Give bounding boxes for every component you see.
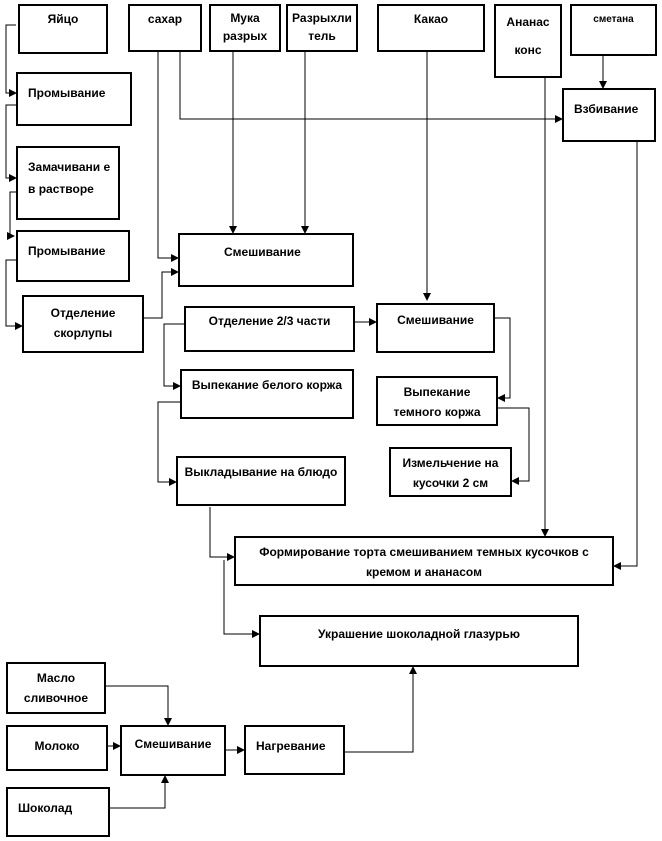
node-cocoa-label: Какао	[413, 12, 449, 26]
node-mix3-label: Смешивание	[134, 737, 212, 751]
arrow-whip-to-form	[613, 140, 638, 570]
node-pineapple: Ананас конс	[494, 4, 562, 78]
node-soak: Замачивани е в растворе	[16, 146, 120, 220]
arrow-butter-to-mix3	[106, 685, 172, 726]
arrow-bake-dark-to-chop	[498, 407, 530, 485]
arrow-chocolate-to-mix3	[110, 775, 169, 809]
arrow-form-to-decorate	[223, 560, 260, 638]
arrow-wash1-to-soak	[5, 104, 17, 182]
arrow-shell-to-mix1	[144, 268, 179, 319]
node-mix3: Смешивание	[120, 725, 226, 776]
node-whip-label: Взбивание	[574, 102, 639, 116]
node-decorate-label: Украшение шоколадной глазурью	[317, 627, 521, 641]
node-mix2-label: Смешивание	[397, 313, 474, 327]
node-sugar-label: сахар	[147, 12, 183, 26]
node-sour-cream: сметана	[570, 4, 657, 56]
node-milk-label: Молоко	[34, 739, 80, 753]
node-heat: Нагревание	[244, 725, 345, 775]
node-bake-white: Выпекание белого коржа	[180, 369, 354, 419]
node-chocolate-label: Шоколад	[18, 801, 73, 815]
node-whip: Взбивание	[562, 88, 656, 142]
arrow-sugar-to-mix1	[157, 52, 179, 262]
node-egg: Яйцо	[18, 4, 108, 54]
node-heat-label: Нагревание	[256, 739, 326, 753]
node-soak-label: Замачивани е в растворе	[28, 160, 111, 196]
node-form: Формирование торта смешиванием темных ку…	[234, 536, 614, 586]
node-shell-label: Отделение скорлупы	[50, 306, 116, 340]
node-butter-label: Масло сливочное	[23, 671, 89, 705]
node-shell: Отделение скорлупы	[22, 295, 144, 353]
node-wash2: Промывание	[16, 230, 130, 282]
node-chocolate: Шоколад	[6, 787, 110, 837]
node-decorate: Украшение шоколадной глазурью	[259, 615, 579, 667]
node-wash2-label: Промывание	[28, 244, 106, 258]
node-cocoa: Какао	[377, 4, 485, 52]
node-form-label: Формирование торта смешиванием темных ку…	[259, 545, 589, 579]
node-plate-label: Выкладывание на блюдо	[184, 465, 338, 479]
node-mix1-label: Смешивание	[224, 245, 301, 259]
arrow-mix2-to-bake-dark	[495, 317, 511, 402]
node-chop-label: Измельчение на кусочки 2 см	[402, 456, 499, 490]
node-wash1: Промывание	[16, 72, 132, 126]
arrow-soak-to-wash2	[7, 191, 16, 240]
node-sugar: сахар	[128, 4, 202, 52]
node-sep23: Отделение 2/3 части	[184, 306, 355, 352]
node-sour-cream-label: сметана	[593, 14, 634, 25]
node-milk: Молоко	[6, 725, 108, 771]
arrow-plate-to-form	[209, 507, 235, 561]
node-pineapple-label: Ананас конс	[506, 15, 550, 57]
node-baking-powder-label: Разрыхли тель	[292, 11, 352, 43]
node-egg-label: Яйцо	[47, 12, 79, 26]
node-bake-white-label: Выпекание белого коржа	[191, 378, 343, 392]
node-chop: Измельчение на кусочки 2 см	[389, 447, 512, 497]
node-plate: Выкладывание на блюдо	[176, 456, 346, 506]
node-bake-dark: Выпекание темного коржа	[376, 376, 498, 426]
node-wash1-label: Промывание	[28, 86, 106, 100]
node-bake-dark-label: Выпекание темного коржа	[393, 385, 481, 419]
arrow-heat-to-decorate	[345, 666, 417, 753]
arrow-bake-white-to-plate	[157, 401, 180, 486]
node-sep23-label: Отделение 2/3 части	[208, 314, 331, 328]
arrow-egg-to-wash1	[5, 24, 17, 97]
node-flour: Мука разрых	[209, 4, 281, 52]
node-mix2: Смешивание	[376, 303, 495, 353]
node-flour-label: Мука разрых	[222, 11, 268, 43]
node-mix1: Смешивание	[178, 233, 354, 287]
node-baking-powder: Разрыхли тель	[286, 4, 358, 52]
arrow-sep23-to-bake-white	[163, 323, 184, 390]
arrow-sugar-to-whip	[179, 52, 563, 123]
node-butter: Масло сливочное	[6, 662, 106, 714]
arrow-wash2-to-shell	[5, 259, 23, 330]
